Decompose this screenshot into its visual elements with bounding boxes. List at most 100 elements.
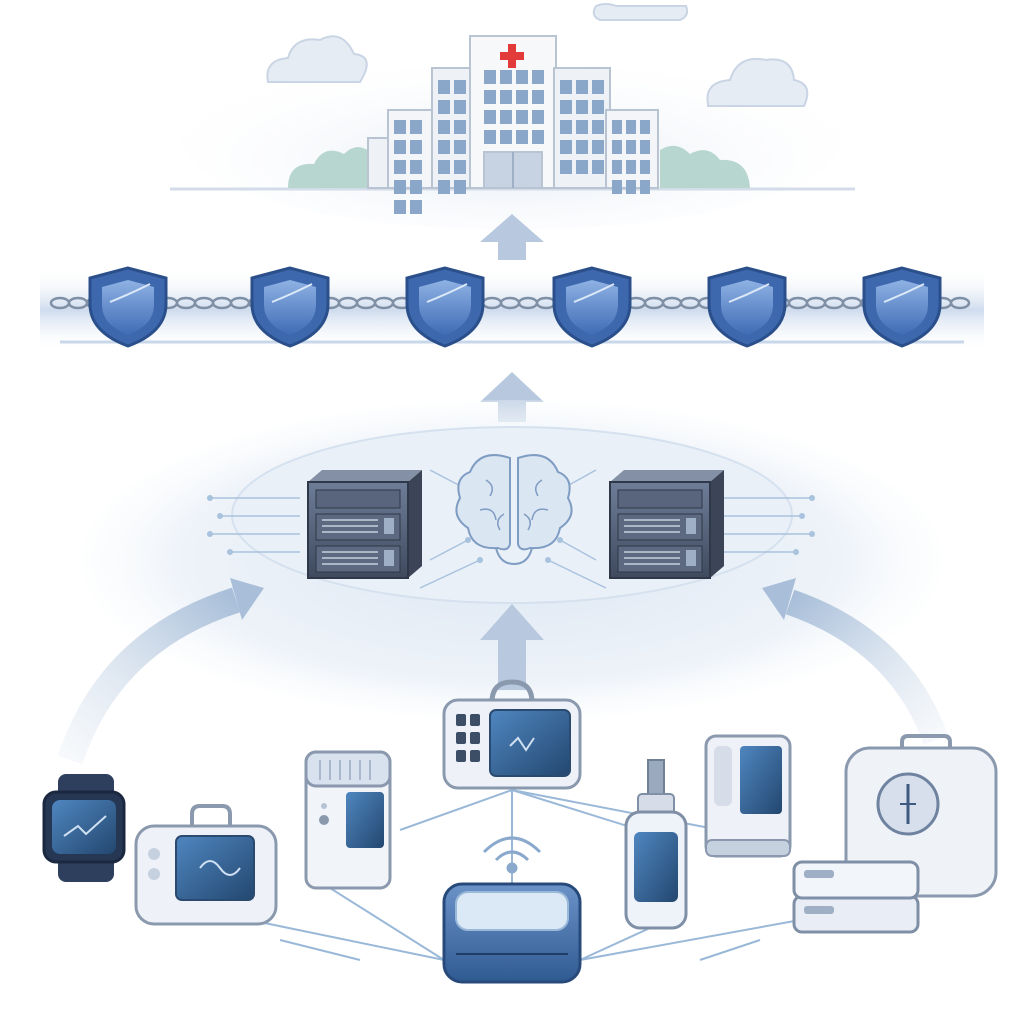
arrow-head-icon: [230, 578, 264, 620]
hospital-window: [454, 140, 466, 154]
circuit-node: [465, 537, 471, 543]
circuit-node: [809, 531, 815, 537]
hospital-window: [612, 120, 622, 134]
circuit-node: [557, 537, 563, 543]
hospital-window: [484, 70, 496, 84]
circuit-node: [477, 557, 483, 563]
hospital-window: [484, 130, 496, 144]
hospital-window: [612, 140, 622, 154]
hospital-window: [500, 70, 512, 84]
data-flow-arrows: [57, 578, 949, 765]
hospital-window: [532, 130, 544, 144]
hospital-window: [410, 200, 422, 214]
tree-icon: [288, 147, 372, 188]
hospital-window: [576, 160, 588, 174]
hospital-window: [410, 120, 422, 134]
hospital-window: [500, 130, 512, 144]
hospital-window: [532, 70, 544, 84]
hospital-layer: [170, 3, 855, 230]
hospital-window: [592, 160, 604, 174]
network-line: [249, 919, 445, 961]
keypad-key: [456, 732, 466, 744]
vital-signs-monitor-icon: [442, 679, 582, 790]
keypad-key: [470, 714, 480, 726]
network-line: [699, 939, 761, 961]
shield-icon: [250, 266, 330, 348]
shield-icon: [707, 266, 787, 348]
circuit-line: [429, 539, 469, 561]
hospital-window: [484, 110, 496, 124]
hospital-window: [394, 120, 406, 134]
hospital-window: [410, 160, 422, 174]
hospital-window: [576, 120, 588, 134]
hospital-window: [454, 180, 466, 194]
hospital-window: [592, 100, 604, 114]
hospital-window: [454, 80, 466, 94]
brain-icon: [455, 454, 573, 566]
arrow-curve-right-icon: [785, 589, 949, 745]
hospital-window: [592, 120, 604, 134]
hospital-window: [438, 140, 450, 154]
network-line: [579, 927, 651, 961]
network-line: [279, 939, 361, 961]
hospital-window: [394, 160, 406, 174]
hospital-window: [640, 120, 650, 134]
hospital-window: [560, 120, 572, 134]
hospital-window: [560, 100, 572, 114]
medicine-bottle-icon: [624, 759, 688, 930]
hospital-window: [484, 90, 496, 104]
handheld-device-icon: [704, 734, 792, 858]
hospital-window: [438, 120, 450, 134]
circuit-node: [227, 549, 233, 555]
arrow-curve-left-icon: [57, 587, 240, 765]
hospital-window: [612, 180, 622, 194]
hospital-window: [576, 80, 588, 94]
server-icon: [609, 470, 724, 579]
hospital-windows: [394, 70, 650, 214]
circuit-lines: [207, 469, 815, 589]
hospital-window: [516, 90, 528, 104]
network-line: [511, 789, 641, 831]
circuit-line: [419, 559, 481, 589]
keypad-key: [456, 750, 466, 762]
circuit-node: [793, 549, 799, 555]
hospital-window: [394, 200, 406, 214]
arrow-head-icon: [762, 578, 796, 620]
hospital-window: [640, 160, 650, 174]
hospital-window: [532, 90, 544, 104]
hospital-window: [500, 110, 512, 124]
hospital-window: [626, 120, 636, 134]
arrow-up-icon: [480, 604, 544, 690]
hospital-window: [640, 140, 650, 154]
cloud-icon: [706, 58, 809, 107]
hospital-window: [454, 100, 466, 114]
hospital-window: [410, 180, 422, 194]
keypad-key: [470, 732, 480, 744]
network-line: [329, 887, 445, 961]
circuit-node: [207, 495, 213, 501]
cloud-icon: [592, 3, 689, 21]
patient-monitor-icon: [134, 804, 278, 926]
hospital-window: [626, 180, 636, 194]
hospital-window: [576, 140, 588, 154]
hospital-window: [560, 140, 572, 154]
cloud-icon: [266, 35, 368, 83]
hospital-window: [532, 110, 544, 124]
network-line: [511, 789, 721, 831]
hospital-window: [438, 80, 450, 94]
smartwatch-icon: [42, 774, 126, 882]
hospital-window: [454, 160, 466, 174]
hospital-window: [394, 180, 406, 194]
hospital-window: [438, 100, 450, 114]
hospital-window: [640, 180, 650, 194]
hospital-window: [394, 140, 406, 154]
circuit-node: [799, 513, 805, 519]
server-icon: [307, 470, 422, 579]
hospital-window: [592, 80, 604, 94]
hospital-window: [454, 120, 466, 134]
circuit-line: [559, 539, 597, 561]
circuit-node: [207, 531, 213, 537]
shield-icon: [552, 266, 632, 348]
processing-layer: [82, 400, 942, 720]
